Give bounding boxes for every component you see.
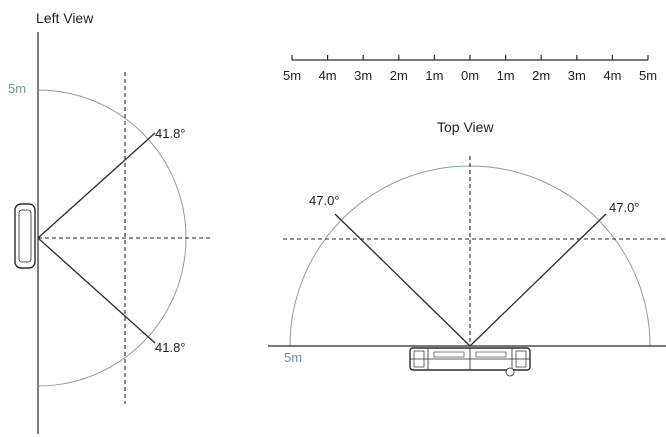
scale-tick-label: 3m bbox=[568, 68, 586, 83]
top-view-left-ray bbox=[334, 213, 471, 347]
scale-tick-label: 4m bbox=[603, 68, 621, 83]
left-view-lower-ray bbox=[37, 237, 156, 344]
left-view-upper-ray bbox=[37, 132, 156, 239]
top-view-right-angle-label: 47.0° bbox=[609, 200, 640, 215]
scale-tick-label: 1m bbox=[497, 68, 515, 83]
scale-tick-label: 0m bbox=[461, 68, 479, 83]
top-view-title: Top View bbox=[437, 119, 494, 135]
distance-scale: 5m 4m 3m 2m 1m 0m 1m 2m 3m 4m 5m bbox=[283, 55, 657, 83]
scale-tick-label: 3m bbox=[354, 68, 372, 83]
left-view-lower-angle-label: 41.8° bbox=[155, 340, 186, 355]
top-view: Top View 5m 47.0° 47.0° bbox=[268, 119, 666, 377]
scale-tick-label: 2m bbox=[532, 68, 550, 83]
left-view-device-icon bbox=[14, 203, 36, 269]
top-view-left-angle-label: 47.0° bbox=[309, 193, 340, 208]
left-view-upper-angle-label: 41.8° bbox=[155, 126, 186, 141]
scale-ticks: 5m 4m 3m 2m 1m 0m 1m 2m 3m 4m 5m bbox=[283, 55, 657, 83]
scale-tick-label: 1m bbox=[425, 68, 443, 83]
left-view: Left View 5m 41.8° 41.8° bbox=[8, 10, 212, 434]
scale-tick-label: 2m bbox=[390, 68, 408, 83]
left-view-range-label: 5m bbox=[8, 81, 26, 96]
scale-tick-label: 5m bbox=[283, 68, 301, 83]
top-view-range-label: 5m bbox=[284, 350, 302, 365]
scale-tick-label: 5m bbox=[639, 68, 657, 83]
top-view-device-icon bbox=[409, 347, 531, 377]
scale-tick-label: 4m bbox=[319, 68, 337, 83]
left-view-title: Left View bbox=[36, 10, 94, 26]
top-view-right-ray bbox=[469, 213, 607, 347]
left-view-device-inner bbox=[18, 209, 32, 263]
